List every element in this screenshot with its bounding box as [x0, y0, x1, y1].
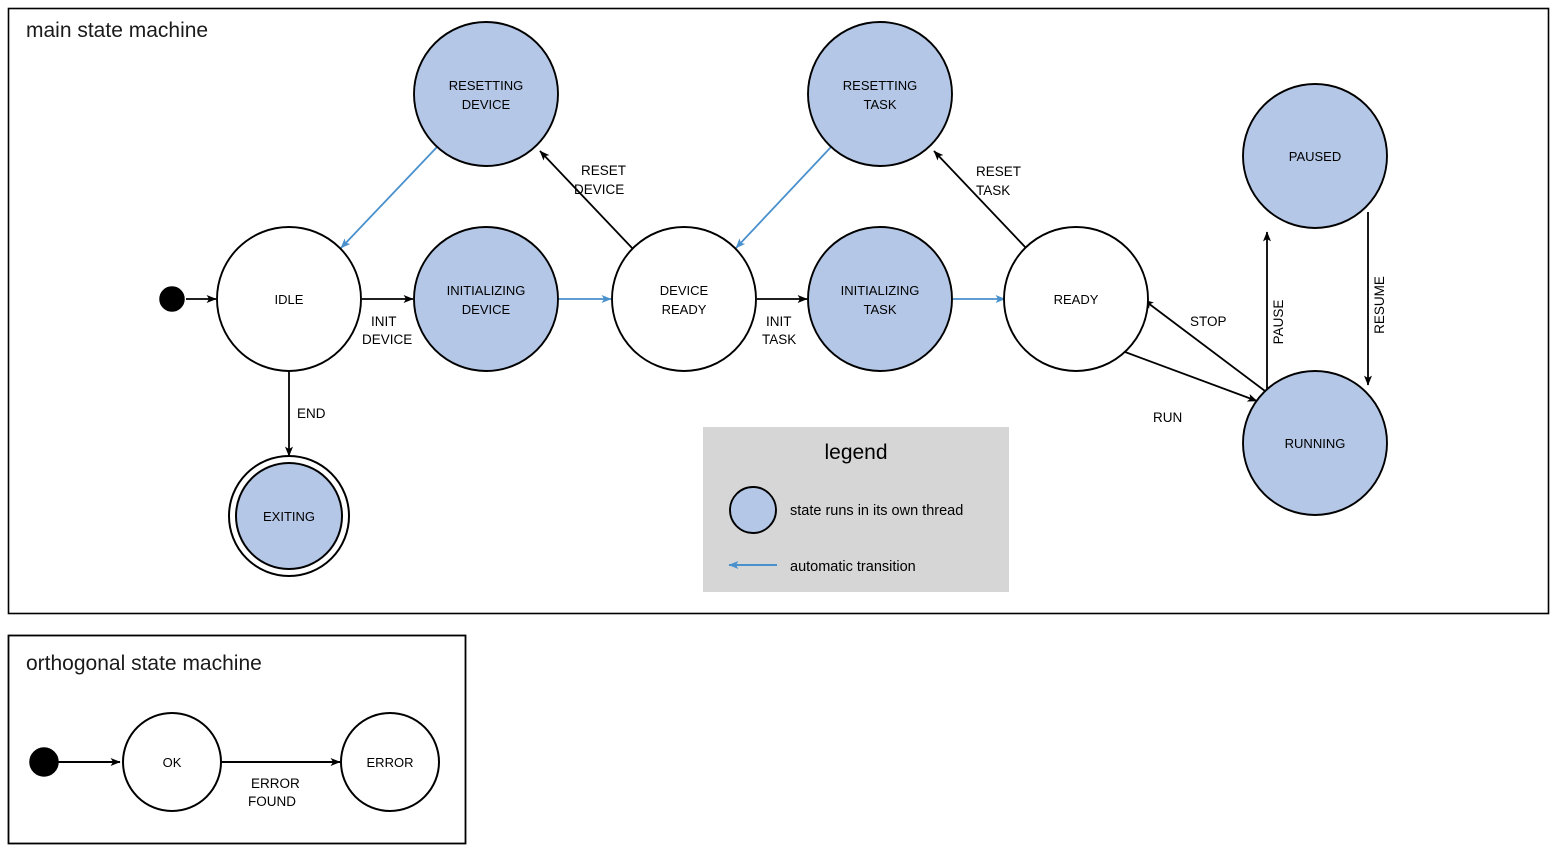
- transition-ready-to-resetting-task: RESET TASK: [933, 150, 1028, 250]
- transition-paused-to-running: RESUME: [1364, 212, 1387, 386]
- transition-device-ready-to-initializing-task: INIT TASK: [757, 295, 808, 347]
- transition-ok-to-error: ERROR FOUND: [221, 758, 341, 809]
- state-device-ready[interactable]: DEVICE READY: [611, 226, 757, 372]
- state-initializing-task-label-line1: INITIALIZING: [841, 283, 920, 298]
- state-idle-label: IDLE: [275, 292, 304, 307]
- edge-label-reset-device-line2: DEVICE: [574, 182, 624, 197]
- state-error[interactable]: ERROR: [340, 712, 440, 812]
- state-error-label: ERROR: [367, 755, 414, 770]
- state-running-label: RUNNING: [1285, 436, 1346, 451]
- state-device-ready-label-line2: READY: [662, 302, 707, 317]
- state-ok-label: OK: [163, 755, 182, 770]
- state-device-ready-label-line1: DEVICE: [660, 283, 709, 298]
- main-frame-title: main state machine: [26, 19, 208, 42]
- transition-idle-to-initializing-device: INIT DEVICE: [362, 295, 414, 347]
- state-running[interactable]: RUNNING: [1242, 370, 1388, 516]
- edge-label-init-task-line2: TASK: [762, 332, 796, 347]
- edge-label-run: RUN: [1153, 410, 1182, 425]
- state-initial-pseudostate[interactable]: [159, 286, 185, 312]
- edge-label-error-found-line2: FOUND: [248, 794, 296, 809]
- state-resetting-device-label-line1: RESETTING: [449, 78, 523, 93]
- edge-label-reset-task-line1: RESET: [976, 164, 1021, 179]
- state-resetting-task-label-line1: RESETTING: [843, 78, 917, 93]
- state-resetting-device-label-line2: DEVICE: [462, 97, 511, 112]
- edge-label-init-task-line1: INIT: [766, 314, 792, 329]
- state-exiting-label: EXITING: [263, 509, 315, 524]
- transition-running-to-paused: PAUSE: [1263, 231, 1286, 399]
- legend-item-thread-label: state runs in its own thread: [790, 503, 963, 519]
- state-initializing-device-label-line2: DEVICE: [462, 302, 511, 317]
- edge-label-init-device-line2: DEVICE: [362, 332, 412, 347]
- edge-label-pause: PAUSE: [1271, 300, 1286, 345]
- state-resetting-device[interactable]: RESETTING DEVICE: [413, 21, 559, 167]
- edge-label-resume: RESUME: [1372, 276, 1387, 334]
- transition-resetting-task-to-device-ready: [735, 146, 832, 249]
- state-initializing-task[interactable]: INITIALIZING TASK: [807, 226, 953, 372]
- state-idle[interactable]: IDLE: [216, 226, 362, 372]
- edge-label-init-device-line1: INIT: [371, 314, 397, 329]
- legend-title: legend: [824, 441, 887, 464]
- legend-item-automatic-label: automatic transition: [790, 559, 916, 575]
- legend-thread-state-swatch-icon: [729, 486, 777, 534]
- edge-label-reset-task-line2: TASK: [976, 183, 1010, 198]
- transition-idle-to-exiting: END: [285, 371, 326, 457]
- legend: legend state runs in its own thread auto…: [703, 427, 1009, 592]
- state-exiting[interactable]: EXITING: [228, 455, 350, 577]
- state-resetting-task-label-line2: TASK: [864, 97, 897, 112]
- state-initializing-device-label-line1: INITIALIZING: [447, 283, 526, 298]
- state-ortho-initial-pseudostate[interactable]: [29, 747, 59, 777]
- state-initializing-device[interactable]: INITIALIZING DEVICE: [413, 226, 559, 372]
- transition-running-to-ready: STOP: [1143, 299, 1266, 392]
- edge-label-end: END: [297, 406, 326, 421]
- state-resetting-task[interactable]: RESETTING TASK: [807, 21, 953, 167]
- edge-label-stop: STOP: [1190, 314, 1227, 329]
- edge-label-error-found-line1: ERROR: [251, 776, 300, 791]
- orthogonal-frame-title: orthogonal state machine: [26, 652, 262, 675]
- state-ready[interactable]: READY: [1003, 226, 1149, 372]
- transition-ready-to-running: RUN: [1116, 348, 1258, 425]
- state-ok[interactable]: OK: [122, 712, 222, 812]
- transition-resetting-device-to-idle: [340, 146, 438, 249]
- transition-device-ready-to-resetting-device: RESET DEVICE: [539, 150, 634, 250]
- state-paused[interactable]: PAUSED: [1242, 83, 1388, 229]
- state-ready-label: READY: [1054, 292, 1099, 307]
- state-paused-label: PAUSED: [1289, 149, 1342, 164]
- state-initializing-task-label-line2: TASK: [864, 302, 897, 317]
- edge-label-reset-device-line1: RESET: [581, 163, 626, 178]
